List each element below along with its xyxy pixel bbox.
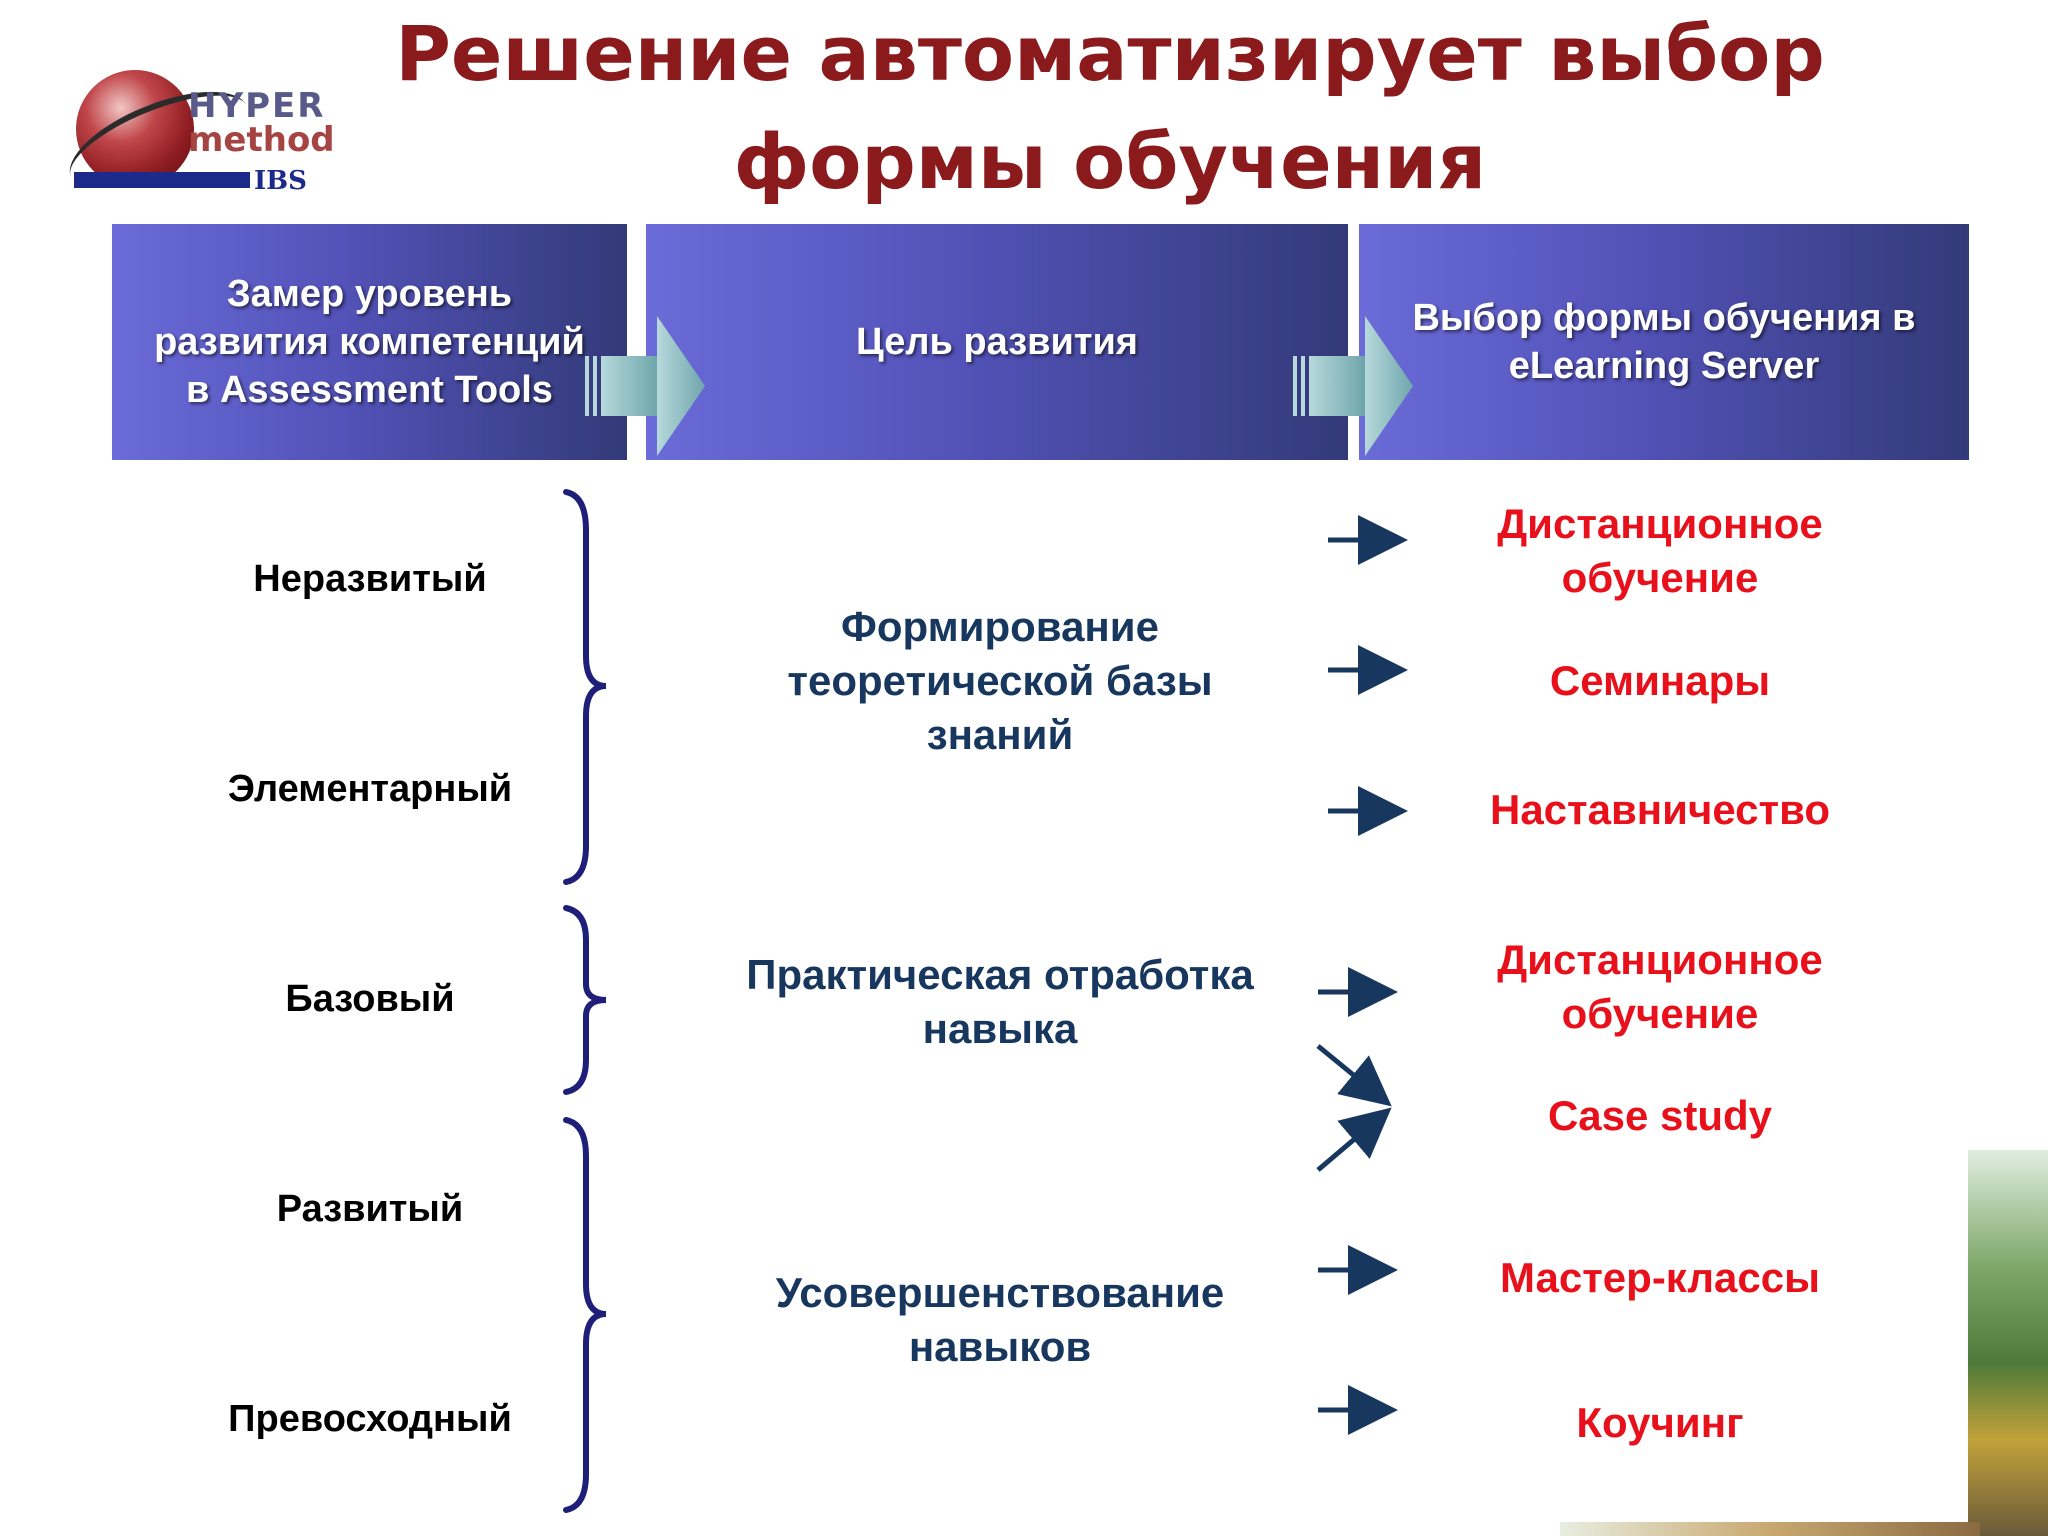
level-basic: Базовый (285, 978, 455, 1020)
brace-improvement-icon (563, 1117, 607, 1513)
brace-theory-icon (563, 489, 607, 885)
arrow-down-to-case-icon (1316, 1044, 1392, 1107)
form-seminars: Семинары (1549, 657, 1771, 704)
logo-sphere-icon (76, 70, 194, 188)
goal-practice-line-2: навыка (922, 1005, 1078, 1052)
goal-theory-base: Формирование теоретической базы знаний (690, 600, 1310, 762)
level-excellent: Превосходный (228, 1398, 512, 1440)
header-assessment-line-2: развития компетенций (154, 321, 585, 363)
form-distance-1-line-1: Дистанционное (1497, 500, 1823, 547)
form-master-classes: Мастер-классы (1500, 1254, 1820, 1301)
goal-theory-line-2: теоретической базы (787, 657, 1213, 704)
form-distance-learning-2: Дистанционное обучение (1400, 933, 1920, 1041)
header-assessment-line-1: Замер уровень (226, 273, 513, 315)
title-line-1: Решение автоматизирует выбор (395, 9, 1825, 98)
header-arrow-1-icon (585, 316, 705, 456)
goal-theory-line-3: знаний (926, 711, 1074, 758)
decorative-photo-strip (1560, 1522, 1980, 1536)
level-developed: Развитый (276, 1188, 464, 1230)
logo-method-text: method (188, 120, 335, 160)
form-case-study: Case study (1547, 1092, 1773, 1139)
brace-practice-icon (563, 905, 607, 1095)
goal-theory-line-1: Формирование (841, 603, 1159, 650)
form-distance-2-line-2: обучение (1561, 990, 1759, 1037)
header-form-line-2: eLearning Server (1508, 345, 1820, 387)
decorative-photo (1968, 1150, 2048, 1536)
form-distance-2-line-1: Дистанционное (1497, 936, 1823, 983)
form-distance-learning-1: Дистанционное обучение (1400, 497, 1920, 605)
header-assessment-line-3: в Assessment Tools (186, 369, 553, 411)
goal-improvement-line-2: навыков (908, 1323, 1092, 1370)
header-goal-label: Цель развития (856, 321, 1138, 363)
header-assessment: Замер уровень развития компетенций в Ass… (112, 224, 627, 460)
header-form-choice: Выбор формы обучения в eLearning Server (1359, 224, 1969, 460)
form-coaching: Коучинг (1576, 1399, 1744, 1446)
goal-practice-skill: Практическая отработка навыка (690, 948, 1310, 1056)
hypermethod-logo: HYPER method IBS (56, 64, 335, 213)
header-form-line-1: Выбор формы обучения в (1412, 297, 1916, 339)
slide-title: Решение автоматизирует выбор формы обуче… (330, 0, 1890, 216)
goal-practice-line-1: Практическая отработка (746, 951, 1254, 998)
title-line-2: формы обучения (733, 117, 1487, 206)
logo-hyper-text: HYPER (188, 86, 326, 126)
arrow-up-to-case-icon (1316, 1107, 1392, 1172)
logo-ibs-text: IBS (254, 166, 307, 196)
level-elementary: Элементарный (227, 768, 513, 810)
header-arrow-2-icon (1293, 316, 1413, 456)
logo-bar (74, 172, 250, 188)
header-goal: Цель развития (646, 224, 1348, 460)
goal-skill-improvement: Усовершенствование навыков (690, 1266, 1310, 1374)
form-mentoring: Наставничество (1489, 786, 1831, 833)
level-underdeveloped: Неразвитый (253, 558, 487, 600)
goal-improvement-line-1: Усовершенствование (775, 1269, 1225, 1316)
form-distance-1-line-2: обучение (1561, 554, 1759, 601)
